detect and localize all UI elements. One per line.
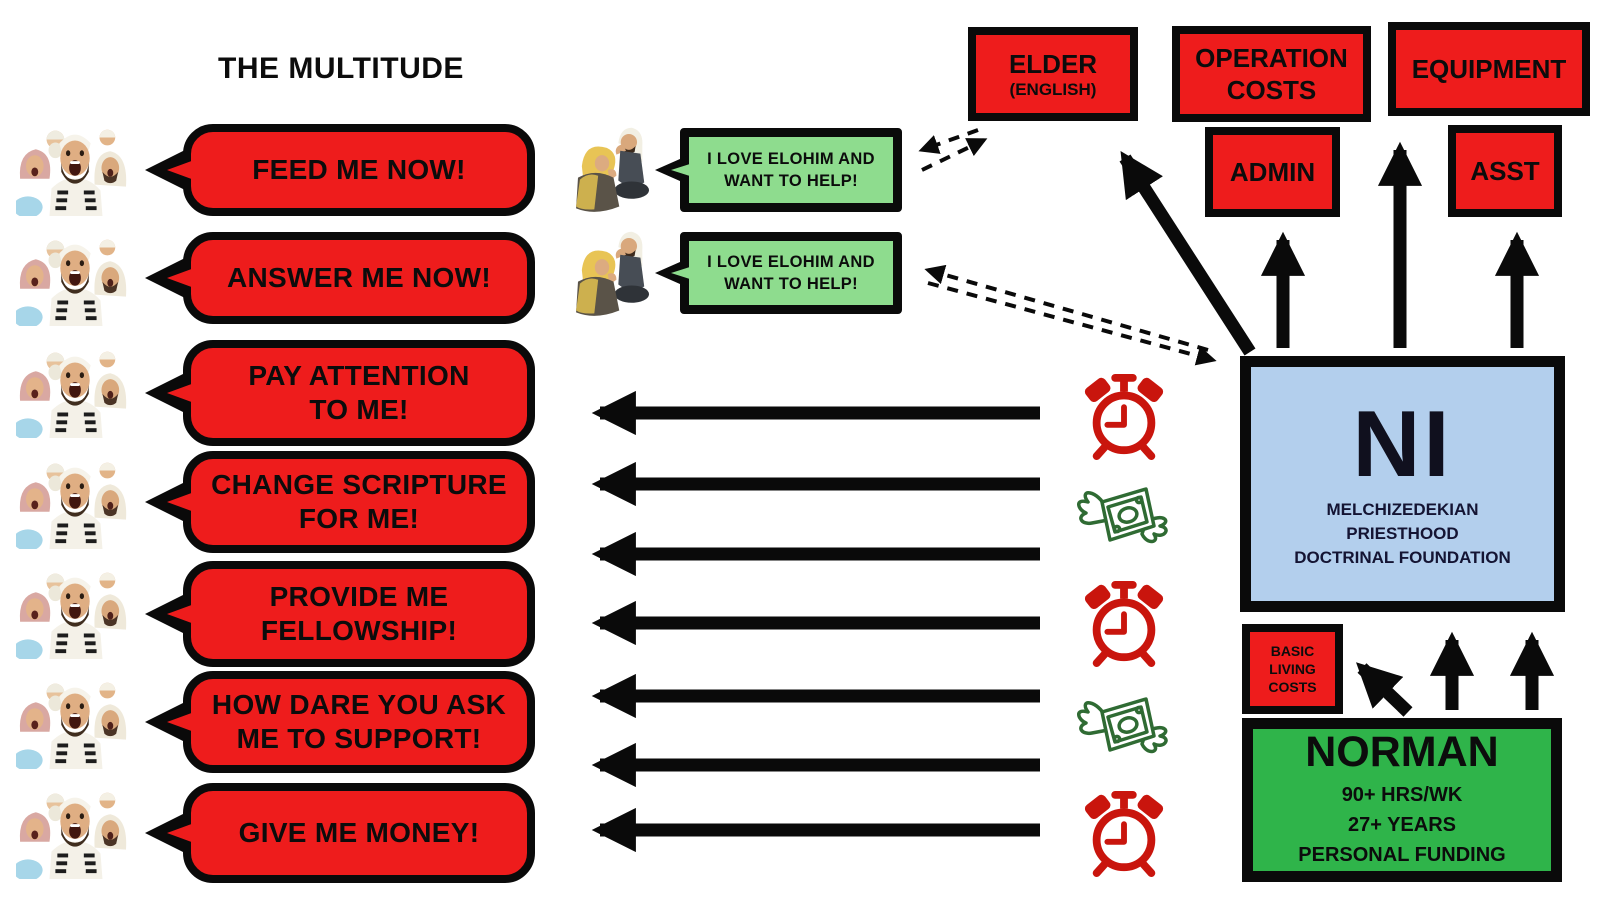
- norman-name: NORMAN: [1305, 728, 1499, 777]
- demand-bubble-text: GIVE ME MONEY!: [238, 816, 480, 848]
- demand-bubble: PROVIDE ME FELLOWSHIP!: [145, 561, 535, 667]
- demand-arrows: [591, 390, 1040, 853]
- demand-bubble: CHANGE SCRIPTURE FOR ME!: [145, 451, 535, 553]
- norman-details: 90+ HRS/WK 27+ YEARS PERSONAL FUNDING: [1298, 783, 1506, 866]
- demand-bubble: GIVE ME MONEY!: [145, 783, 535, 883]
- equipment-label: EQUIPMENT: [1411, 53, 1567, 84]
- multitude-crowd-image: [16, 557, 134, 659]
- admin-box: ADMIN: [1205, 127, 1340, 217]
- multitude-crowd-image: [16, 114, 134, 216]
- demand-bubble: ANSWER ME NOW!: [145, 232, 535, 324]
- helper-bubble-text: I LOVE ELOHIM AND WANT TO HELP!: [707, 149, 875, 190]
- ni-abbr: NI: [1352, 390, 1453, 496]
- helper-communication-arrows: [918, 128, 1217, 366]
- multitude-crowd-image: [16, 777, 134, 879]
- helper-bubble-text: I LOVE ELOHIM AND WANT TO HELP!: [707, 252, 875, 293]
- norman-box: NORMAN 90+ HRS/WK 27+ YEARS PERSONAL FUN…: [1242, 718, 1562, 882]
- flying-money-icon: [1072, 680, 1172, 772]
- equipment-box: EQUIPMENT: [1388, 22, 1590, 116]
- demand-bubble-text: PAY ATTENTION TO ME!: [248, 359, 470, 425]
- demand-bubble: FEED ME NOW!: [145, 124, 535, 216]
- flying-money-icon: [1072, 470, 1172, 562]
- alarm-clock-icon: [1080, 788, 1168, 878]
- helper-bubble: I LOVE ELOHIM AND WANT TO HELP!: [655, 232, 902, 314]
- basic-living-costs-box: BASIC LIVING COSTS: [1242, 624, 1343, 714]
- basic-living-costs-label: BASIC LIVING COSTS: [1268, 642, 1317, 696]
- elder-box: ELDER (ENGLISH): [968, 27, 1138, 121]
- operation-costs-label: OPERATION COSTS: [1195, 42, 1348, 106]
- demand-bubble-text: ANSWER ME NOW!: [227, 261, 491, 293]
- ni-foundation-box: NI MELCHIZEDEKIAN PRIESTHOOD DOCTRINAL F…: [1240, 356, 1565, 612]
- demand-bubble-text: CHANGE SCRIPTURE FOR ME!: [211, 468, 507, 534]
- asst-box: ASST: [1448, 125, 1562, 217]
- multitude-crowd-image: [16, 447, 134, 549]
- asst-label: ASST: [1470, 155, 1540, 186]
- demand-bubble-text: HOW DARE YOU ASK ME TO SUPPORT!: [211, 688, 507, 754]
- alarm-clock-icon: [1080, 371, 1168, 461]
- demand-bubble: HOW DARE YOU ASK ME TO SUPPORT!: [145, 671, 535, 773]
- helper-bubble: I LOVE ELOHIM AND WANT TO HELP!: [655, 128, 902, 212]
- multitude-crowd-image: [16, 224, 134, 326]
- elder-subtitle: (ENGLISH): [1009, 80, 1097, 100]
- multitude-crowd-image: [16, 336, 134, 438]
- demand-bubble-text: FEED ME NOW!: [252, 153, 466, 185]
- admin-label: ADMIN: [1229, 156, 1316, 187]
- demand-bubble-text: PROVIDE ME FELLOWSHIP!: [260, 580, 458, 646]
- helper-prayer-image: [568, 226, 660, 322]
- multitude-crowd-image: [16, 667, 134, 769]
- elder-title: ELDER: [1008, 48, 1098, 79]
- demand-bubble: PAY ATTENTION TO ME!: [145, 340, 535, 446]
- alarm-clock-icon: [1080, 578, 1168, 668]
- helper-prayer-image: [568, 122, 660, 218]
- multitude-title: THE MULTITUDE: [218, 52, 464, 85]
- ni-subtitle: MELCHIZEDEKIAN PRIESTHOOD DOCTRINAL FOUN…: [1294, 499, 1511, 567]
- operation-costs-box: OPERATION COSTS: [1172, 26, 1371, 122]
